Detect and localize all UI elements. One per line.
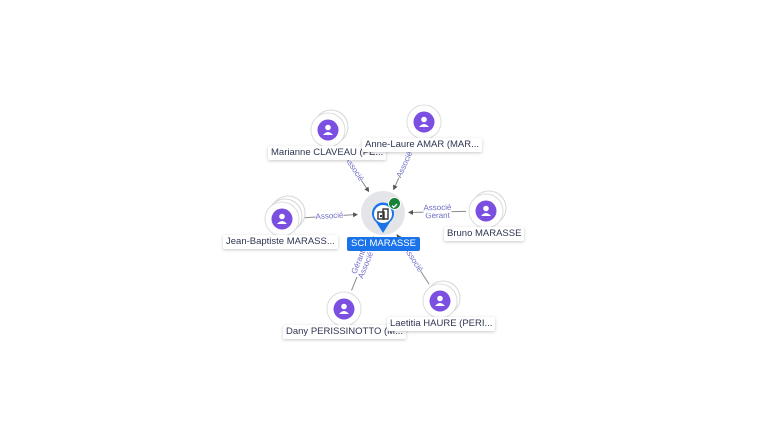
person-label-marianne[interactable]: Marianne CLAVEAU (PE...: [268, 146, 387, 160]
person-node-annelaure[interactable]: [406, 104, 442, 140]
person-icon-body: [339, 311, 349, 314]
person-node-laetitia[interactable]: [422, 280, 461, 319]
person-icon-head: [325, 124, 331, 131]
person-label-jeanbaptiste[interactable]: Jean-Baptiste MARASS...: [223, 235, 338, 249]
person-node-marianne[interactable]: [310, 109, 349, 148]
role-label-jeanbaptiste-0: Associé: [315, 210, 344, 221]
person-icon-body: [277, 221, 287, 224]
person-label-laetitia[interactable]: Laetitia HAURE (PERI...: [387, 317, 496, 331]
person-icon-body: [419, 124, 429, 127]
person-label-bruno[interactable]: Bruno MARASSE: [444, 227, 525, 241]
role-label-bg: [423, 202, 452, 214]
role-label-bg: [348, 247, 369, 278]
person-icon-head: [483, 205, 489, 212]
person-label-annelaure[interactable]: Anne-Laure AMAR (MAR...: [362, 138, 483, 152]
person-icon-body: [481, 213, 491, 216]
person-icon-head: [421, 116, 427, 123]
person-node-bruno[interactable]: [468, 190, 507, 229]
person-node-dany[interactable]: [326, 291, 362, 327]
role-label-bg: [315, 210, 344, 222]
role-label-bg: [423, 210, 452, 222]
role-label-bg: [401, 245, 425, 274]
person-icon-body: [323, 132, 333, 135]
person-label-dany[interactable]: Dany PERISSINOTTO (M...: [283, 325, 407, 339]
person-node-jeanbaptiste[interactable]: [264, 195, 306, 237]
role-label-annelaure-0: Associé: [395, 149, 415, 179]
role-label-bg: [394, 149, 416, 180]
role-label-bruno-1: Associé: [423, 203, 452, 213]
building-icon: [376, 207, 390, 221]
verified-check-icon: [388, 197, 401, 210]
person-icon-head: [437, 295, 443, 302]
role-label-bruno-0: Gérant: [425, 211, 450, 220]
person-icon-body: [435, 303, 445, 306]
company-name-label[interactable]: SCI MARASSE: [347, 237, 420, 251]
nodes-layer: [264, 104, 507, 327]
company-node[interactable]: [359, 189, 407, 237]
role-label-bg: [341, 154, 366, 184]
role-label-bg: [356, 250, 376, 281]
person-icon-head: [279, 213, 285, 220]
person-icon-head: [341, 303, 347, 310]
